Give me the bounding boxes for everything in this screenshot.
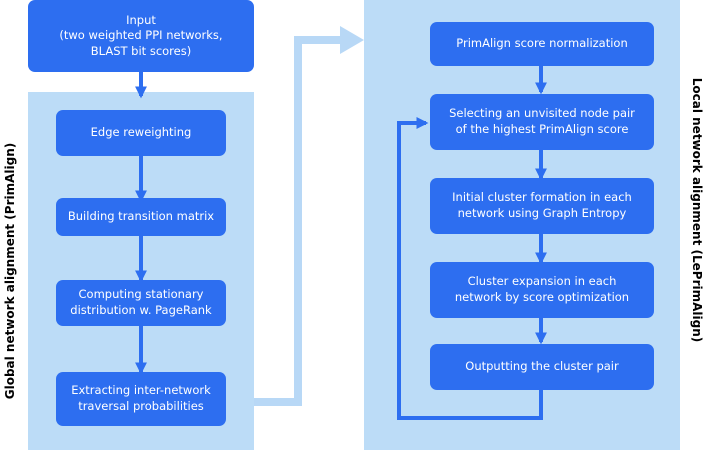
step-extracting-traversal-probabilities: Extracting inter-network traversal proba… bbox=[56, 372, 226, 426]
step-initial-cluster-formation: Initial cluster formation in each networ… bbox=[430, 178, 654, 234]
step-edge-reweighting: Edge reweighting bbox=[56, 110, 226, 156]
global-alignment-label: Global network alignment (PrimAlign) bbox=[3, 142, 17, 400]
step-cluster-expansion: Cluster expansion in each network by sco… bbox=[430, 262, 654, 318]
step-outputting-cluster-pair: Outputting the cluster pair bbox=[430, 344, 654, 390]
step-computing-stationary-distribution: Computing stationary distribution w. Pag… bbox=[56, 280, 226, 326]
step-building-transition-matrix: Building transition matrix bbox=[56, 198, 226, 236]
input-box: Input (two weighted PPI networks, BLAST … bbox=[28, 0, 254, 72]
connector-arrow-global-to-local bbox=[254, 36, 342, 406]
step-selecting-node-pair: Selecting an unvisited node pair of the … bbox=[430, 94, 654, 150]
step-primalign-score-normalization: PrimAlign score normalization bbox=[430, 22, 654, 66]
local-alignment-label: Local network alignment (LePrimAlign) bbox=[690, 77, 704, 343]
connector-arrowhead bbox=[340, 26, 364, 54]
loop-back-arrow bbox=[397, 117, 543, 420]
